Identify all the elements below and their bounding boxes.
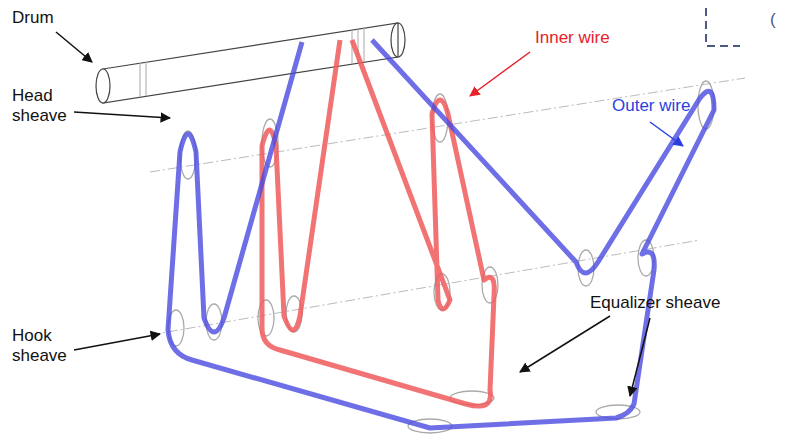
leader-line <box>650 122 683 146</box>
leader-line <box>74 112 170 118</box>
part-label: Equalizer sheave <box>590 293 720 313</box>
drum-grooves <box>140 28 364 97</box>
hook-sheave <box>206 304 222 340</box>
outer-wire <box>168 40 714 428</box>
part-label: Drum <box>12 8 54 28</box>
sheaves <box>168 81 714 433</box>
leader-line <box>470 52 530 96</box>
leader-line <box>630 318 650 396</box>
wire-label: Inner wire <box>535 28 610 48</box>
leader-line <box>74 334 160 350</box>
drum-end <box>391 23 405 57</box>
wire-label: Outer wire <box>612 96 690 116</box>
bracket-mark: ( <box>770 10 776 30</box>
leader-line <box>520 316 610 372</box>
drum-body <box>103 23 398 103</box>
leader-line <box>56 32 92 62</box>
part-label: Head sheave <box>12 86 74 127</box>
dashed-bracket <box>706 8 740 46</box>
drum-end <box>96 69 110 103</box>
part-label: Hook sheave <box>12 326 74 367</box>
inner-wire <box>262 40 494 406</box>
